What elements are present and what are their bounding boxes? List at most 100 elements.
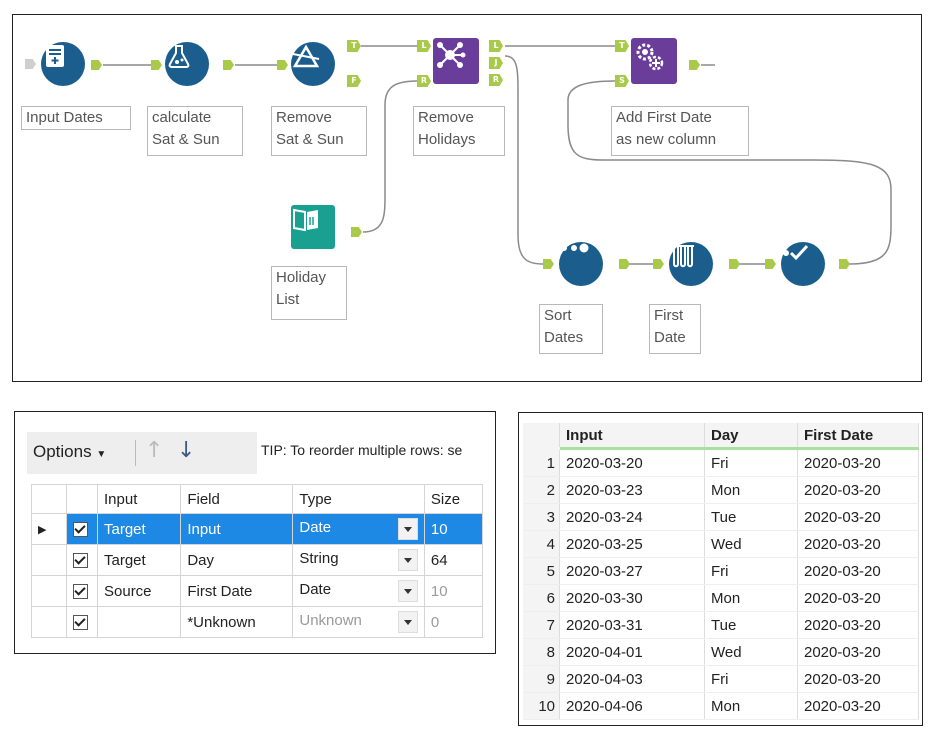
- include-checkbox[interactable]: [66, 513, 98, 545]
- cell-type[interactable]: Unknown: [292, 606, 425, 638]
- cell-size[interactable]: 10: [423, 513, 484, 545]
- input-anchor: [653, 259, 664, 269]
- grid-row[interactable]: Target Day String 64: [31, 544, 484, 576]
- cell-size[interactable]: 0: [423, 606, 484, 638]
- join-tool[interactable]: [433, 38, 479, 84]
- book-input-icon: [46, 45, 64, 67]
- cell-day[interactable]: Fri: [704, 557, 798, 585]
- cell-first-date[interactable]: 2020-03-20: [797, 557, 919, 585]
- holiday-list-tool[interactable]: [291, 205, 335, 249]
- cell-size[interactable]: 64: [423, 544, 484, 576]
- record-index: 5: [523, 557, 560, 585]
- type-dropdown-icon[interactable]: [397, 610, 418, 633]
- cell-field[interactable]: *Unknown: [180, 606, 294, 638]
- include-checkbox[interactable]: [66, 606, 98, 638]
- input-anchor: [151, 60, 162, 70]
- cell-day[interactable]: Tue: [704, 611, 798, 639]
- cell-first-date[interactable]: 2020-03-20: [797, 584, 919, 612]
- move-down-icon[interactable]: ↓: [177, 438, 196, 463]
- cell-day[interactable]: Mon: [704, 692, 798, 720]
- calculate-formula-tool[interactable]: [165, 42, 209, 86]
- cell-day[interactable]: Wed: [704, 530, 798, 558]
- cell-day[interactable]: Mon: [704, 476, 798, 504]
- cell-size[interactable]: 10: [423, 575, 484, 607]
- filter-tool[interactable]: [291, 42, 335, 86]
- options-toolbar: Options ▼ ↑ ↓: [27, 432, 257, 474]
- cell-input[interactable]: 2020-04-03: [559, 665, 705, 693]
- cell-input[interactable]: 2020-03-25: [559, 530, 705, 558]
- cell-first-date[interactable]: 2020-03-20: [797, 476, 919, 504]
- join-network-icon: [437, 42, 466, 68]
- options-dropdown[interactable]: Options ▼: [33, 442, 106, 462]
- cell-first-date[interactable]: 2020-03-20: [797, 638, 919, 666]
- cell-first-date[interactable]: 2020-03-20: [797, 665, 919, 693]
- cell-input[interactable]: 2020-04-06: [559, 692, 705, 720]
- col-first-date[interactable]: First Date: [797, 423, 919, 450]
- input-dates-tool[interactable]: [41, 42, 85, 86]
- workflow-canvas[interactable]: Input Dates calculate Sat & Sun T F Remo…: [12, 14, 922, 382]
- input-dates-label: Input Dates: [21, 106, 131, 130]
- include-checkbox[interactable]: [66, 544, 98, 576]
- append-fields-tool[interactable]: [631, 38, 677, 84]
- cell-input[interactable]: 2020-03-20: [559, 448, 705, 477]
- cell-input: Source: [96, 575, 182, 607]
- cell-day[interactable]: Fri: [704, 448, 798, 477]
- cell-first-date[interactable]: 2020-03-20: [797, 530, 919, 558]
- grid-row[interactable]: ▶ Target Input Date 10: [31, 513, 484, 545]
- cell-type[interactable]: Date: [292, 513, 425, 545]
- type-dropdown-icon[interactable]: [397, 579, 418, 602]
- type-dropdown-icon[interactable]: [397, 548, 418, 571]
- cell-day[interactable]: Wed: [704, 638, 798, 666]
- record-index: 10: [523, 692, 560, 720]
- cell-first-date[interactable]: 2020-03-20: [797, 448, 919, 477]
- cell-input[interactable]: 2020-03-23: [559, 476, 705, 504]
- grid-row[interactable]: *Unknown Unknown 0: [31, 606, 484, 638]
- cell-first-date[interactable]: 2020-03-20: [797, 611, 919, 639]
- connection-lines: [103, 45, 892, 265]
- cell-day[interactable]: Fri: [704, 665, 798, 693]
- output-anchor: [91, 60, 102, 70]
- move-up-icon[interactable]: ↑: [145, 438, 164, 463]
- include-checkbox[interactable]: [66, 575, 98, 607]
- cell-field[interactable]: Day: [180, 544, 294, 576]
- cell-input[interactable]: 2020-04-01: [559, 638, 705, 666]
- grid-row[interactable]: Source First Date Date 10: [31, 575, 484, 607]
- cell-day[interactable]: Tue: [704, 503, 798, 531]
- select-tool[interactable]: [781, 242, 825, 286]
- col-day[interactable]: Day: [704, 423, 798, 450]
- col-input[interactable]: Input: [559, 423, 705, 450]
- cell-type[interactable]: Date: [292, 575, 425, 607]
- right-input-anchor: R: [417, 75, 431, 87]
- sort-tool[interactable]: [559, 242, 603, 286]
- results-header: Input Day First Date: [523, 423, 919, 450]
- left-input-anchor: L: [417, 40, 431, 52]
- cell-field[interactable]: Input: [180, 513, 294, 545]
- right-output-anchor: R: [489, 74, 503, 86]
- cell-input[interactable]: 2020-03-27: [559, 557, 705, 585]
- cell-first-date[interactable]: 2020-03-20: [797, 503, 919, 531]
- type-dropdown-icon[interactable]: [397, 517, 418, 540]
- cell-field[interactable]: First Date: [180, 575, 294, 607]
- cell-input[interactable]: 2020-03-31: [559, 611, 705, 639]
- join-output-anchor: J: [489, 57, 503, 69]
- grid-header: Input Field Type Size: [31, 484, 484, 514]
- cell-first-date[interactable]: 2020-03-20: [797, 692, 919, 720]
- output-anchor: [351, 227, 362, 237]
- cell-type[interactable]: String: [292, 544, 425, 576]
- record-index: 6: [523, 584, 560, 612]
- cell-input[interactable]: 2020-03-24: [559, 503, 705, 531]
- col-type: Type: [292, 484, 425, 514]
- cell-input[interactable]: 2020-03-30: [559, 584, 705, 612]
- cell-day[interactable]: Mon: [704, 584, 798, 612]
- sample-tool[interactable]: [669, 242, 713, 286]
